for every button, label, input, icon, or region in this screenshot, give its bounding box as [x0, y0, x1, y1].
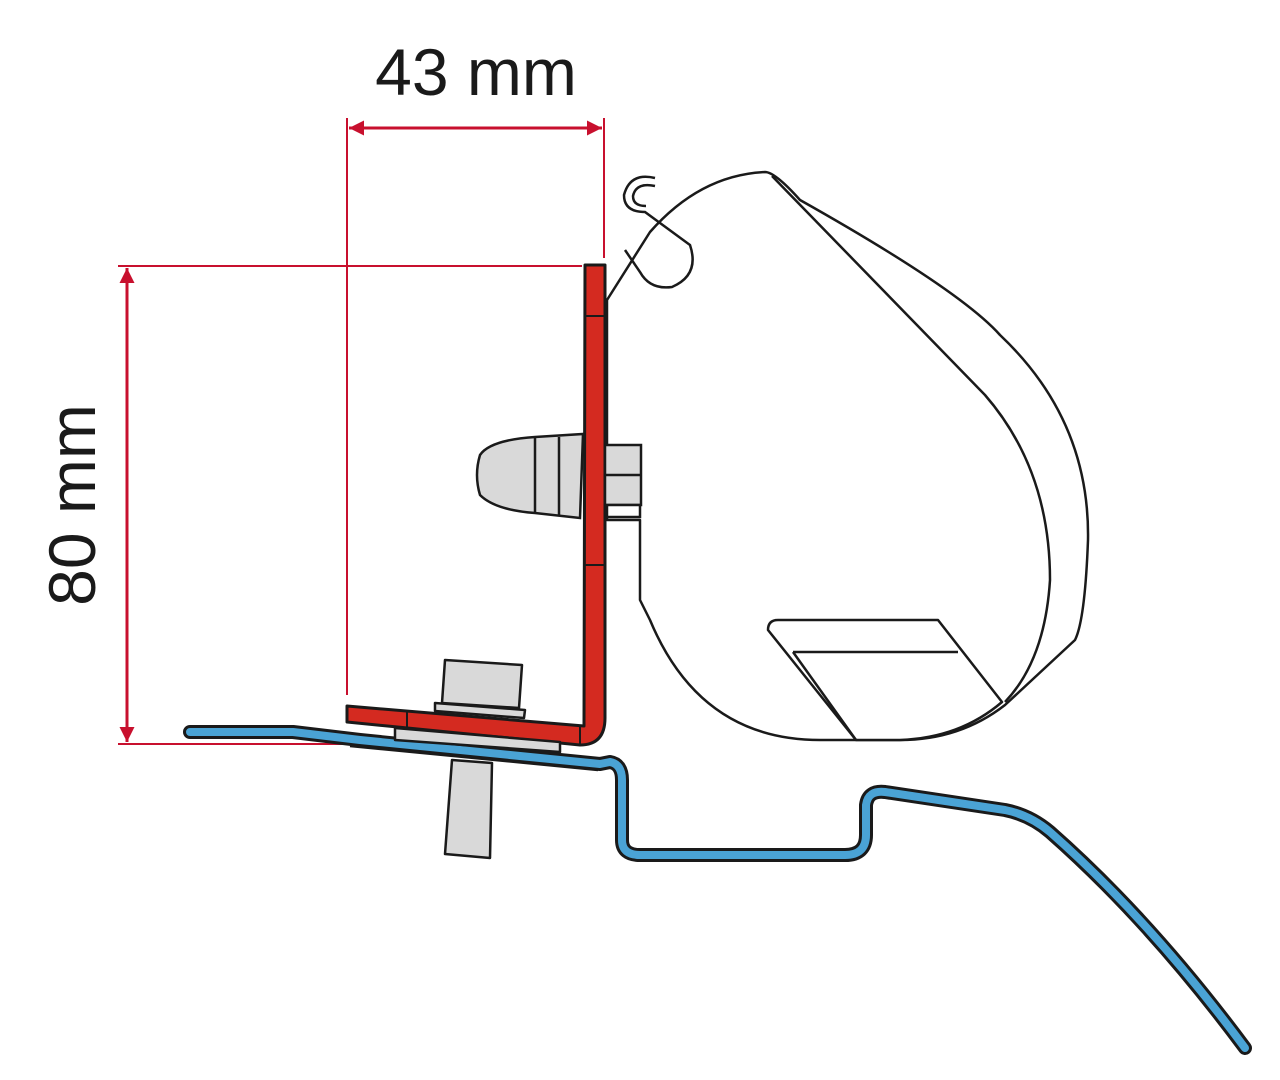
adapter-bracket	[345, 263, 607, 747]
width-label: 43 mm	[375, 35, 577, 109]
hex-nut	[603, 443, 643, 519]
height-label: 80 mm	[35, 404, 109, 606]
awning-case	[605, 170, 1090, 742]
vehicle-roof-profile	[183, 725, 1252, 1055]
clamp-knob	[475, 432, 585, 520]
awning-hook	[622, 175, 694, 289]
roof-gasket-line	[349, 744, 599, 772]
dimension-lines	[118, 118, 605, 745]
bracket-segments	[406, 315, 605, 745]
mounting-bolt	[393, 658, 562, 860]
